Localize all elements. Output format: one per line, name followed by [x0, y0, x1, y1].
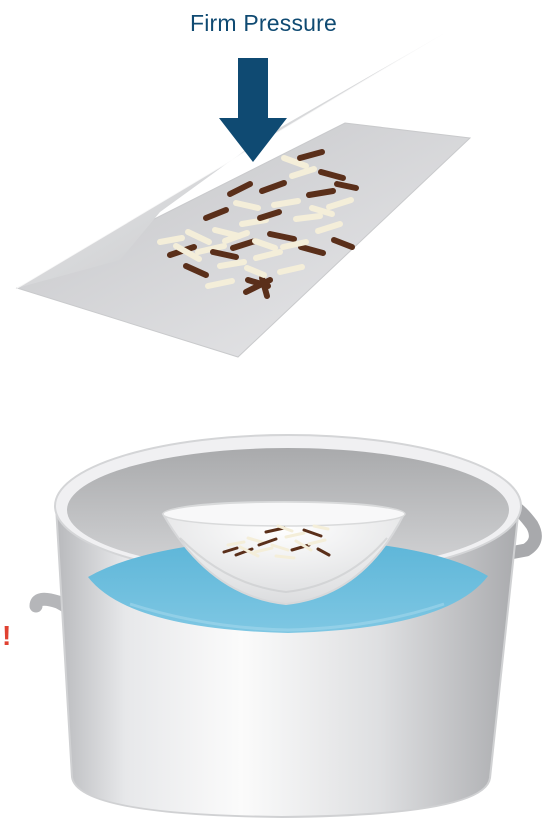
water-pot-icon: [36, 435, 535, 817]
down-arrow-icon: [219, 58, 287, 162]
